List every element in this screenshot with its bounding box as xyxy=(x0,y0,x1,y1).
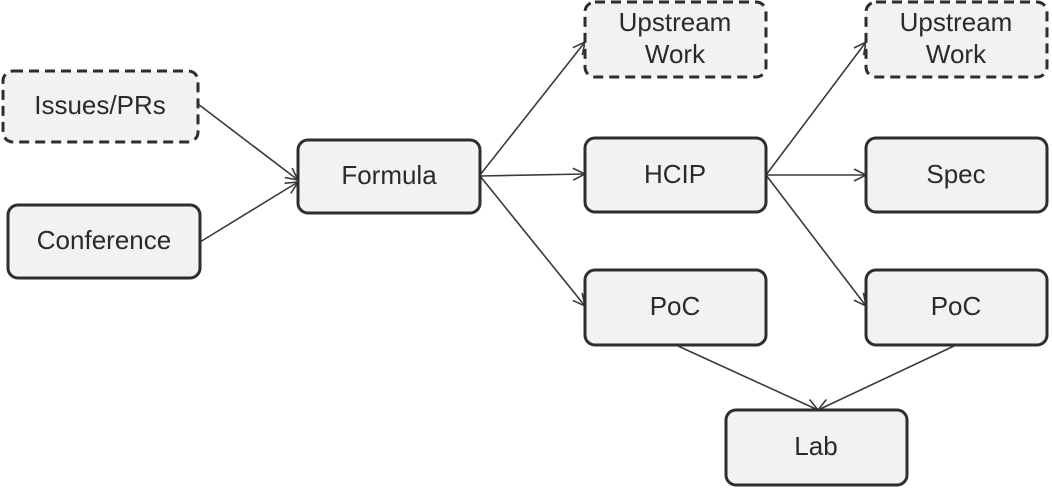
node-upstream-work-2: Upstream Work xyxy=(864,0,1049,79)
node-label: Lab xyxy=(794,431,837,461)
edges-layer xyxy=(197,42,955,410)
node-label: Work xyxy=(645,39,706,69)
node-poc-1: PoC xyxy=(583,268,768,347)
node-label: Issues/PRs xyxy=(34,90,166,120)
edge-formula-to-upstream-work-1 xyxy=(479,42,585,176)
node-label: Conference xyxy=(37,225,171,255)
node-poc-2: PoC xyxy=(864,268,1049,347)
node-label: PoC xyxy=(931,291,982,321)
node-conference: Conference xyxy=(6,203,202,280)
node-label: Formula xyxy=(341,160,437,190)
node-issues-prs: Issues/PRs xyxy=(1,69,200,144)
edge-conference-to-formula xyxy=(199,182,298,243)
node-upstream-work-1: Upstream Work xyxy=(583,0,768,79)
node-label: Spec xyxy=(926,159,985,189)
node-hcip: HCIP xyxy=(583,136,768,214)
edge-issues-prs-to-formula xyxy=(197,103,298,180)
edge-hcip-to-poc-2 xyxy=(765,174,866,306)
edge-poc-1-to-lab xyxy=(677,345,818,410)
edge-formula-to-poc-1 xyxy=(479,175,585,306)
edge-formula-to-hcip xyxy=(479,174,585,176)
edge-poc-2-to-lab xyxy=(818,345,955,410)
node-label: Work xyxy=(926,39,987,69)
node-label: Upstream xyxy=(619,7,732,37)
node-label: HCIP xyxy=(644,159,706,189)
edge-hcip-to-upstream-work-2 xyxy=(765,42,866,176)
node-label: PoC xyxy=(650,291,701,321)
node-label: Upstream xyxy=(900,7,1013,37)
node-spec: Spec xyxy=(864,136,1049,214)
node-formula: Formula xyxy=(296,138,482,215)
node-lab: Lab xyxy=(724,408,909,487)
